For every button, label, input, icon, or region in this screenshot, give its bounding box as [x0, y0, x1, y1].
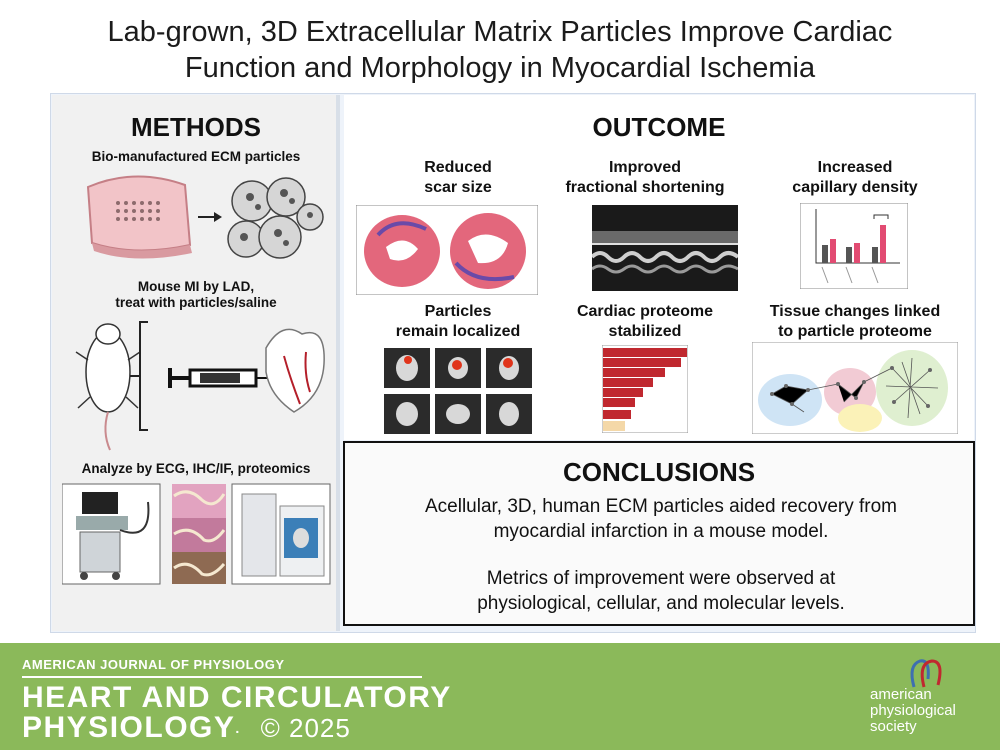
society-line1: american: [870, 686, 932, 703]
journal-name-line2-wrap: PHYSIOLOGY. © 2025: [22, 711, 351, 744]
methods-step2-line2: treat with particles/saline: [115, 295, 277, 310]
outcome-scar-size: Reduced scar size: [368, 158, 548, 198]
proteome-bars: [603, 348, 687, 431]
capillary-bars: [822, 225, 886, 263]
outcome-scar-line1: Reduced: [424, 159, 492, 176]
mouse-injection-illustration: [75, 321, 325, 451]
outcome-tissue-line2: to particle proteome: [778, 323, 932, 340]
title-line-1: Lab-grown, 3D Extracellular Matrix Parti…: [107, 16, 893, 48]
ecm-particle-illustration: [86, 175, 324, 259]
capillary-density-chart: [800, 203, 908, 289]
outcome-particles-line2: remain localized: [395, 323, 521, 340]
conclusions-para1-line1: Acellular, 3D, human ECM particles aided…: [424, 496, 898, 517]
conclusions-para1-line2: myocardial infarction in a mouse model.: [493, 521, 829, 542]
analysis-equipment-illustration: [62, 483, 331, 585]
journal-series-name: AMERICAN JOURNAL OF PHYSIOLOGY: [22, 657, 285, 672]
heart-icon: [265, 328, 325, 413]
mass-spectrometer-icon: [231, 483, 331, 585]
particle-imaging-grid: [384, 348, 532, 434]
syringe-icon: [168, 368, 282, 388]
society-name: american physiological society: [870, 687, 970, 735]
scar-histology-image: [356, 205, 538, 295]
methods-step-mouse-mi: Mouse MI by LAD, treat with particles/sa…: [52, 279, 340, 311]
outcome-heading: OUTCOME: [592, 112, 726, 142]
outcome-proteome-stabilized: Cardiac proteome stabilized: [545, 302, 745, 342]
journal-footer: [0, 643, 1000, 750]
society-line2: physiological: [870, 702, 956, 719]
outcome-proteome-line1: Cardiac proteome: [576, 303, 714, 320]
journal-name-line1: HEART AND CIRCULATORY: [22, 681, 452, 714]
conclusions-para2-line1: Metrics of improvement were observed at: [486, 568, 836, 589]
outcome-scar-line2: scar size: [424, 179, 492, 196]
outcome-capillary-density: Increased capillary density: [755, 158, 955, 198]
outcome-fractional-shortening: Improved fractional shortening: [545, 158, 745, 198]
conclusions-heading: CONCLUSIONS: [562, 457, 756, 487]
outcome-fs-line1: Improved: [608, 159, 681, 176]
proteome-bar-chart: [602, 345, 688, 433]
outcome-particles-localized: Particles remain localized: [368, 302, 548, 342]
title-line-2: Function and Morphology in Myocardial Is…: [184, 52, 816, 84]
society-line3: society: [870, 718, 917, 735]
outcome-cap-line2: capillary density: [792, 179, 918, 196]
outcome-tissue-changes: Tissue changes linked to particle proteo…: [745, 302, 965, 342]
proteome-network-diagram: [752, 342, 958, 434]
outcome-tissue-line1: Tissue changes linked: [769, 303, 941, 320]
graphical-abstract-title: Lab-grown, 3D Extracellular Matrix Parti…: [0, 14, 1000, 86]
journal-name-line2: PHYSIOLOGY: [22, 711, 236, 744]
methods-step2-line1: Mouse MI by LAD,: [137, 279, 255, 294]
methods-step-analysis: Analyze by ECG, IHC/IF, proteomics: [81, 461, 311, 476]
methods-heading: METHODS: [131, 112, 261, 142]
outcome-particles-line1: Particles: [424, 303, 492, 320]
copyright-text: © 2025: [260, 713, 351, 743]
conclusions-panel: CONCLUSIONS Acellular, 3D, human ECM par…: [343, 441, 975, 626]
histology-stain-panels: [172, 484, 226, 584]
mouse-icon: [75, 323, 141, 451]
outcome-fs-line2: fractional shortening: [565, 179, 725, 196]
methods-step-ecm-particles: Bio-manufactured ECM particles: [91, 149, 301, 164]
mmode-echo-image: [592, 205, 738, 291]
conclusions-para2-line2: physiological, cellular, and molecular l…: [477, 593, 845, 614]
particle-micrographs: [227, 177, 324, 259]
outcome-proteome-line2: stabilized: [608, 323, 682, 340]
scaffold-grid-dots: [116, 201, 160, 221]
particle-texture: [240, 189, 313, 246]
outcome-cap-line1: Increased: [817, 159, 893, 176]
footer-divider: [22, 676, 422, 678]
society-logo-icon: [910, 659, 942, 688]
ultrasound-machine-icon: [62, 483, 161, 585]
